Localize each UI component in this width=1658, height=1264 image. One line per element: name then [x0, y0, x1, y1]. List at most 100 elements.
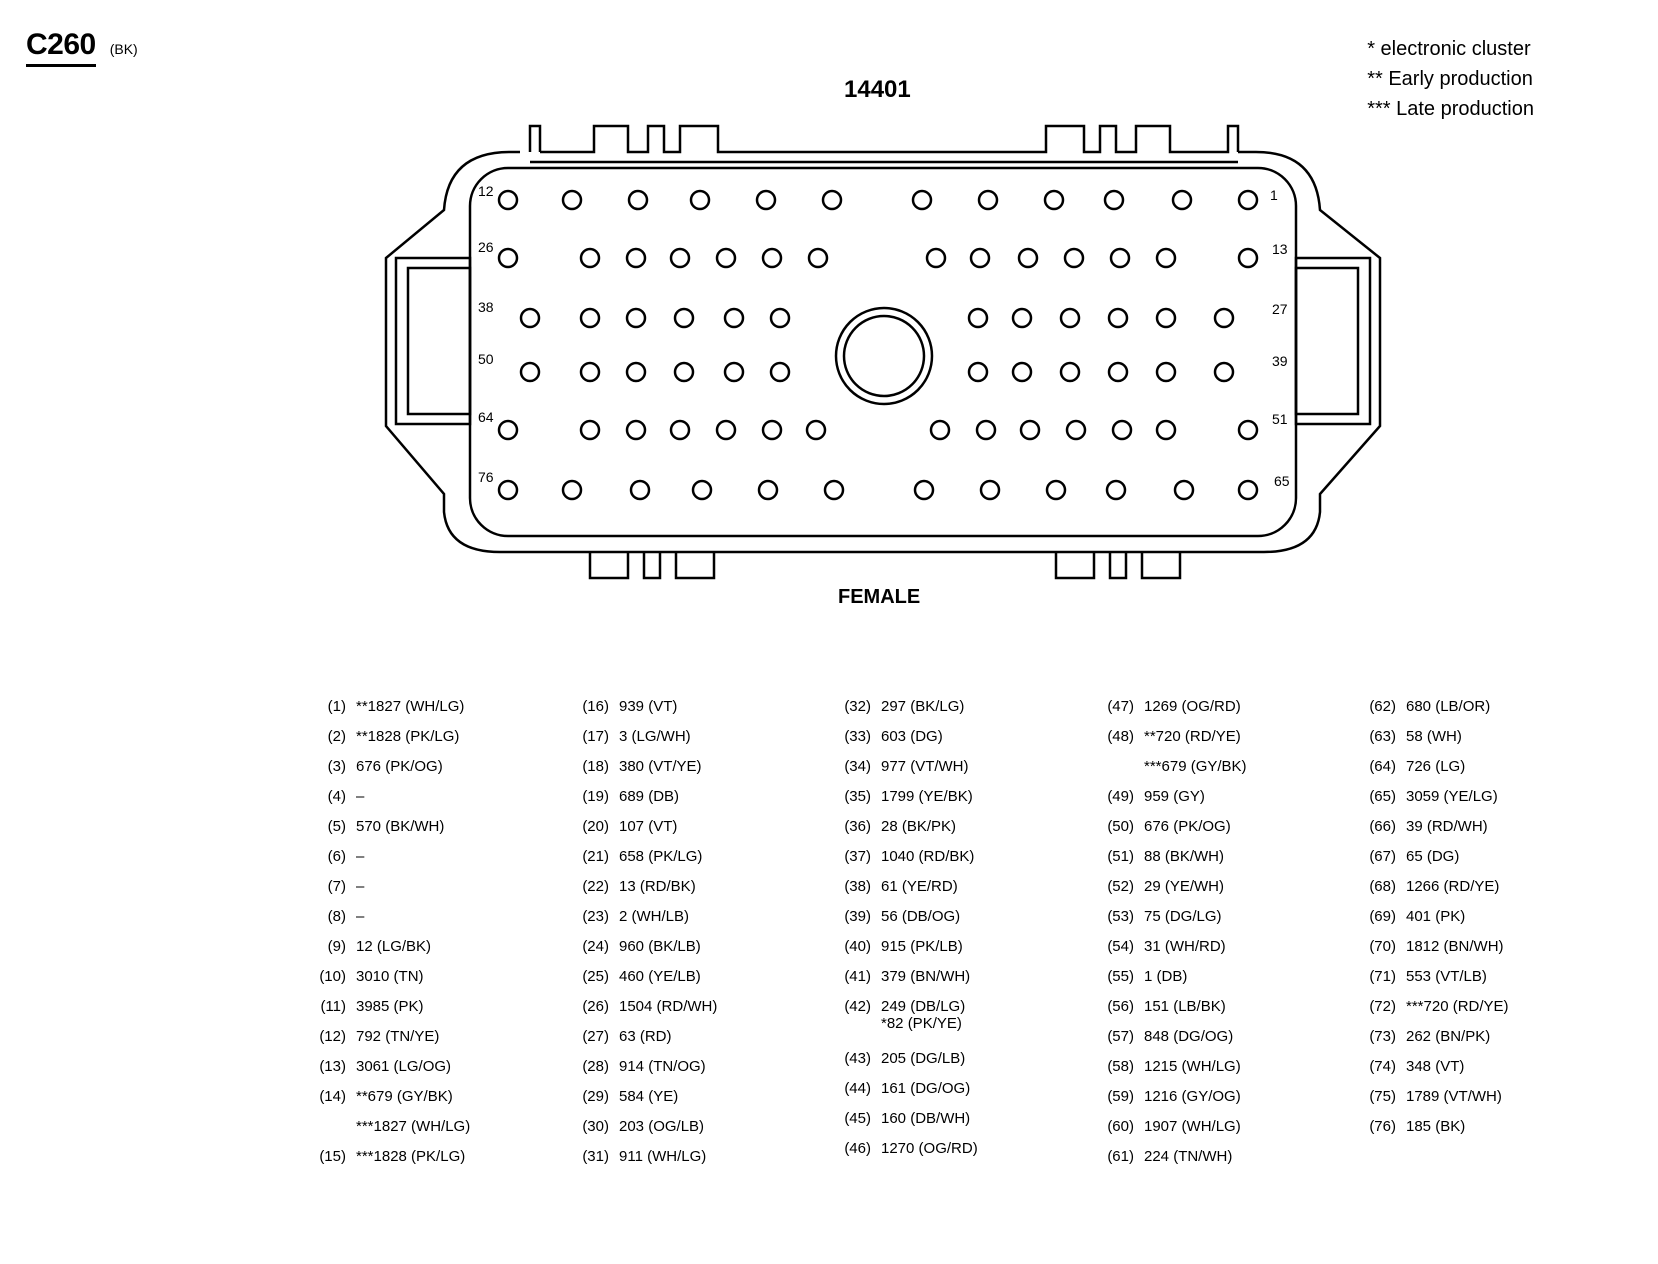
pin-number: (28)	[582, 1058, 609, 1075]
pinout-row: (60)1907 (WH/LG)	[1090, 1118, 1350, 1148]
circuit-value: 380 (VT/YE)	[619, 758, 702, 775]
cavity-label: 50	[478, 351, 494, 367]
pin-cavity	[497, 189, 519, 211]
pinout-row: (14)**679 (GY/BK)	[302, 1088, 562, 1118]
circuit-values: 960 (BK/LB)	[619, 938, 701, 955]
pinout-row: (64)726 (LG)	[1352, 758, 1612, 788]
pinout-row: (5)570 (BK/WH)	[302, 818, 562, 848]
pin-number: (20)	[582, 818, 609, 835]
circuit-values: 584 (YE)	[619, 1088, 678, 1105]
circuit-values: 39 (RD/WH)	[1406, 818, 1488, 835]
pin-number: (49)	[1107, 788, 1134, 805]
inner-face	[468, 166, 1298, 538]
pin-cavity	[561, 479, 583, 501]
circuit-value: *82 (PK/YE)	[881, 1015, 962, 1032]
pin-number: (76)	[1369, 1118, 1396, 1135]
circuit-values: 205 (DG/LB)	[881, 1050, 965, 1067]
circuit-values: 151 (LB/BK)	[1144, 998, 1226, 1015]
connector-header: C260 (BK)	[26, 28, 138, 67]
pin-number: (65)	[1369, 788, 1396, 805]
pinout-row: (70)1812 (BN/WH)	[1352, 938, 1612, 968]
pin-cavity	[1111, 419, 1133, 441]
pinout-row: (21)658 (PK/LG)	[565, 848, 825, 878]
circuit-value: 676 (PK/OG)	[356, 758, 443, 775]
pin-number: (68)	[1369, 878, 1396, 895]
connector-face-diagram: 12 1 26 13 38 27 50 39 64 51 76 65	[384, 124, 1382, 580]
circuit-value: 848 (DG/OG)	[1144, 1028, 1234, 1045]
pin-cavity	[1063, 247, 1085, 269]
circuit-value: ***720 (RD/YE)	[1406, 998, 1509, 1015]
circuit-value: 460 (YE/LB)	[619, 968, 701, 985]
pinout-row: (75) 1789 (VT/WH)	[1352, 1088, 1612, 1118]
circuit-values: ***679 (GY/BK)	[1144, 758, 1247, 775]
circuit-values: 56 (DB/OG)	[881, 908, 960, 925]
circuit-values: 224 (TN/WH)	[1144, 1148, 1232, 1165]
pin-number: (62)	[1369, 698, 1396, 715]
pin-number: (11)	[320, 998, 346, 1015]
pin-cavity	[1043, 189, 1065, 211]
pinout-column: (1)**1827 (WH/LG)(2)**1828 (PK/LG)(3)676…	[302, 698, 562, 1178]
pin-number: (46)	[844, 1140, 871, 1157]
pin-number: (75)	[1369, 1088, 1396, 1105]
circuit-value: –	[356, 908, 365, 925]
circuit-value: 56 (DB/OG)	[881, 908, 961, 925]
circuit-values: 88 (BK/WH)	[1144, 848, 1224, 865]
pin-number: (19)	[582, 788, 609, 805]
circuit-value: 584 (YE)	[619, 1088, 679, 1105]
pin-cavity	[969, 247, 991, 269]
pin-cavity	[823, 479, 845, 501]
pin-cavity	[1011, 361, 1033, 383]
circuit-values: 61 (YE/RD)	[881, 878, 958, 895]
pin-cavity	[967, 361, 989, 383]
circuit-values: 658 (PK/LG)	[619, 848, 702, 865]
pinout-row: (50)676 (PK/OG)	[1090, 818, 1350, 848]
circuit-values: 249 (DB/LG)*82 (PK/YE)	[881, 998, 965, 1032]
circuit-value: 151 (LB/BK)	[1144, 998, 1226, 1015]
pinout-row: (33)603 (DG)	[827, 728, 1087, 758]
pinout-row: (19)689 (DB)	[565, 788, 825, 818]
bottom-latch-outline	[588, 552, 1182, 580]
circuit-value: 297 (BK/LG)	[881, 698, 965, 715]
pinout-row: (18)380 (VT/YE)	[565, 758, 825, 788]
pin-number: (37)	[844, 848, 871, 865]
pin-number: (50)	[1107, 818, 1134, 835]
pin-number: (12)	[319, 1028, 346, 1045]
pin-number: (74)	[1369, 1058, 1396, 1075]
pin-number: (58)	[1107, 1058, 1134, 1075]
circuit-values: 603 (DG)	[881, 728, 943, 745]
pinout-row: (65)3059 (YE/LG)	[1352, 788, 1612, 818]
circuit-values: 13 (RD/BK)	[619, 878, 696, 895]
pinout-row: (67)65 (DG)	[1352, 848, 1612, 878]
circuit-values: 401 (PK)	[1406, 908, 1465, 925]
pin-number: (70)	[1369, 938, 1396, 955]
circuit-values: **679 (GY/BK)	[356, 1088, 453, 1105]
cavity-label: 64	[478, 409, 494, 425]
circuit-values: 3985 (PK)	[356, 998, 424, 1015]
pin-cavity	[1155, 419, 1177, 441]
left-lock-inner	[406, 266, 472, 416]
pinout-row: (25)460 (YE/LB)	[565, 968, 825, 998]
circuit-values: 726 (LG)	[1406, 758, 1465, 775]
pinout-row: (69)401 (PK)	[1352, 908, 1612, 938]
pin-cavity	[1045, 479, 1067, 501]
pin-number: (40)	[844, 938, 871, 955]
pinout-row: (36)28 (BK/PK)	[827, 818, 1087, 848]
pin-cavity	[1011, 307, 1033, 329]
pin-number: (54)	[1107, 938, 1134, 955]
circuit-value: 1266 (RD/YE)	[1406, 878, 1500, 895]
circuit-values: ***720 (RD/YE)	[1406, 998, 1509, 1015]
circuit-value: 1215 (WH/LG)	[1144, 1058, 1241, 1075]
pin-cavity	[1155, 361, 1177, 383]
circuit-values: 185 (BK)	[1406, 1118, 1465, 1135]
circuit-values: 1266 (RD/YE)	[1406, 878, 1499, 895]
circuit-values: 1216 (GY/OG)	[1144, 1088, 1241, 1105]
pinout-row: (1)**1827 (WH/LG)	[302, 698, 562, 728]
pin-cavity	[757, 479, 779, 501]
pin-cavity	[1103, 189, 1125, 211]
pin-number: (30)	[582, 1118, 609, 1135]
circuit-value: 1789 (VT/WH)	[1406, 1088, 1502, 1105]
pinout-column: (16)939 (VT)(17)3 (LG/WH)(18)380 (VT/YE)…	[565, 698, 825, 1178]
circuit-values: 380 (VT/YE)	[619, 758, 702, 775]
pin-cavity	[627, 189, 649, 211]
circuit-values: 31 (WH/RD)	[1144, 938, 1226, 955]
